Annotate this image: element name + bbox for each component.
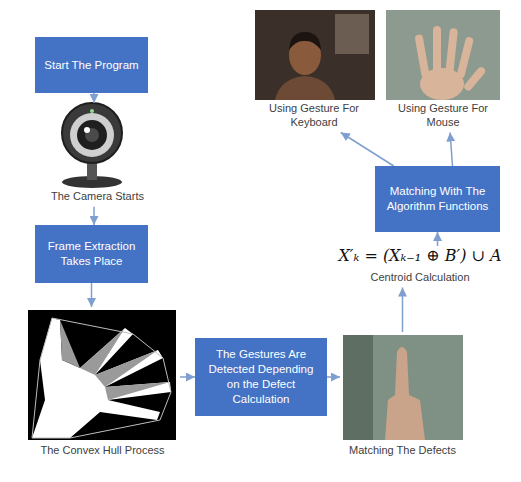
defect-area [105,382,170,400]
process-box: Matching With The Algorithm Functions [375,166,500,232]
shirt [275,76,335,100]
photo-background [255,10,375,100]
webcam-highlight [84,127,90,133]
flow-arrow [402,288,404,332]
flow-arrow [437,232,439,246]
finger [456,36,474,79]
process-box: Frame Extraction Takes Place [35,225,148,283]
finger [433,26,441,76]
image-caption-node: Matching The Defects [340,332,465,461]
flow-arrow [93,93,95,103]
hull-outline [32,318,171,438]
flow-arrow [93,207,95,225]
image-caption-node: Using Gesture For Keyboard [247,10,381,133]
caption-text: The Camera Starts [40,190,155,204]
photo-background [386,10,500,100]
box-label: The Gestures Are Detected Depending on t… [203,347,319,407]
webcam-illustration [62,103,122,188]
finger [414,34,430,79]
caption-text: Centroid Calculation [335,271,505,285]
caption-text: The Convex Hull Process [25,444,180,458]
caption-text: Matching The Defects [340,444,465,458]
photo-background [343,335,463,440]
finger [385,347,425,440]
process-box: Start The Program [35,37,148,93]
webcam-led [90,109,94,113]
box-label: Frame Extraction Takes Place [43,239,140,269]
hair [289,32,321,50]
webcam-ring [70,113,114,157]
window-light [335,14,369,54]
convex-hull-illustration [28,310,176,440]
defect-area [95,350,158,387]
flow-arrow [180,376,195,378]
finger [445,28,458,77]
defect-area [60,320,80,368]
image-caption-node: X′ₖ = (Xₖ₋₁ ⊕ B′) ∪ A Centroid Calculatio… [335,246,505,288]
flow-arrow [91,283,93,307]
keyboard-photo [255,10,375,100]
box-label: Matching With The Algorithm Functions [383,184,492,214]
flow-arrow [341,133,394,167]
thumb [463,66,487,93]
process-box: The Gestures Are Detected Depending on t… [195,338,327,416]
caption-text: Using Gesture For Keyboard [247,102,381,130]
caption-text: Using Gesture For Mouse [384,102,502,130]
webcam-lens [77,120,107,150]
image-caption-node: The Convex Hull Process [25,307,180,461]
mouse-photo [386,10,500,100]
defects-photo [343,335,463,440]
webcam-body [62,103,122,163]
webcam-lens-core [85,128,99,142]
hull-background [28,310,176,440]
formula-text: X′ₖ = (Xₖ₋₁ ⊕ B′) ∪ A [335,246,505,267]
flow-arrow [450,133,452,167]
image-caption-node: Using Gesture For Mouse [384,10,502,133]
hand-silhouette [32,318,171,438]
photo-shadow [343,335,373,440]
box-label: Start The Program [44,58,138,73]
image-caption-node: The Camera Starts [40,103,155,207]
flow-arrow [327,376,340,378]
